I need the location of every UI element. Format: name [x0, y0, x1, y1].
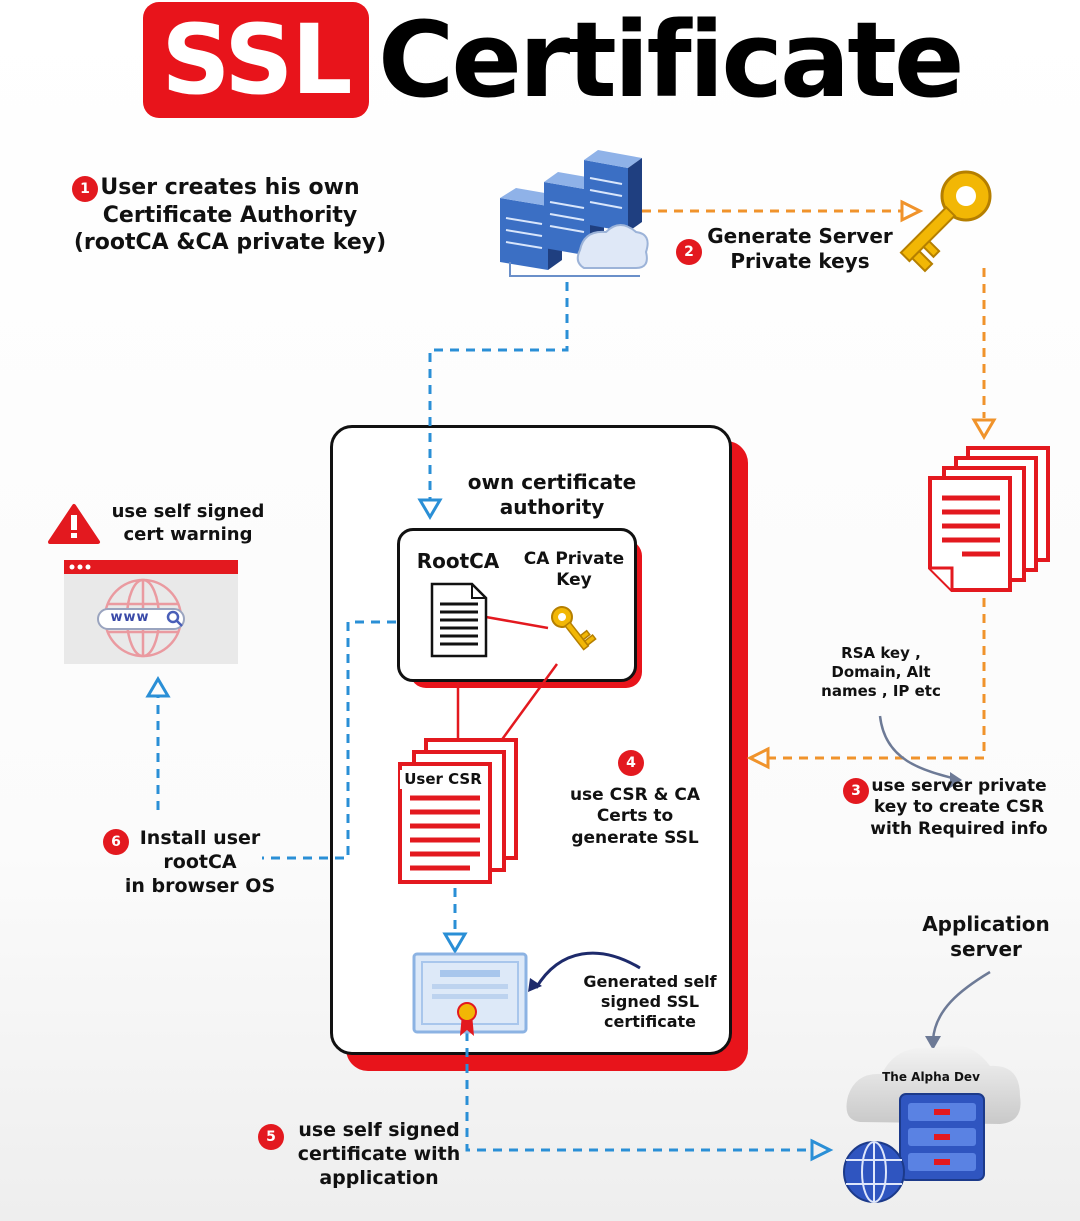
rootca-document-icon — [430, 582, 488, 658]
user-csr-label: User CSR — [400, 770, 486, 789]
user-csr-icon — [398, 738, 518, 884]
curved-arrow-csr-info — [878, 715, 961, 782]
server-rack-icon — [500, 150, 649, 277]
blue-arrow-servers-to-rootca — [428, 282, 569, 500]
step-5-badge: 5 — [258, 1124, 284, 1150]
warning-text: use self signed cert warning — [111, 501, 265, 545]
title-ssl-badge: SSL — [143, 2, 369, 118]
blue-arrow-rootca-to-browser — [156, 620, 396, 860]
app-server-label: Application server — [922, 912, 1050, 961]
ca-private-key-icon — [551, 606, 597, 651]
ca-private-key-label: CA Private Key — [523, 549, 625, 591]
step-4-badge: 4 — [618, 750, 644, 776]
cloud-brand-label: The Alpha Dev — [882, 1070, 980, 1084]
cloud-server-icon — [846, 1044, 1021, 1181]
step-3-text: use server private key to create CSR wit… — [870, 776, 1048, 839]
www-text: www — [110, 610, 150, 625]
curved-arrow-to-cert — [528, 951, 641, 992]
step-6-badge: 6 — [103, 829, 129, 855]
step-2-badge: 2 — [676, 239, 702, 265]
step-6-text: Install user rootCA in browser OS — [124, 827, 276, 897]
curved-arrow-app-server — [931, 970, 991, 1041]
generated-cert-text: Generated self signed SSL certificate — [583, 972, 717, 1031]
step-3-badge: 3 — [843, 778, 869, 804]
step-5-text: use self signed certificate with applica… — [297, 1119, 461, 1189]
step-4-text: use CSR & CA Certs to generate SSL — [569, 785, 701, 848]
browser-globe-icon — [64, 560, 238, 664]
golden-key-icon — [899, 170, 992, 273]
globe-icon — [843, 1141, 905, 1203]
warning-icon — [48, 504, 100, 544]
rootca-label: RootCA — [416, 549, 500, 573]
step-1-badge: 1 — [72, 176, 98, 202]
arrowhead — [900, 199, 924, 223]
step-2-text: Generate Server Private keys — [707, 224, 893, 273]
document-stack-icon — [928, 446, 1050, 592]
title-certificate: Certificate — [378, 0, 964, 121]
own-ca-title: own certificate authority — [467, 470, 637, 519]
csr-info-text: RSA key , Domain, Alt names , IP etc — [821, 644, 941, 700]
orange-arrow-docs-to-panel — [768, 598, 986, 760]
red-connector-lines — [456, 615, 559, 746]
certificate-icon — [412, 952, 528, 1036]
step-1-text: User creates his own Certificate Authori… — [73, 175, 387, 255]
blue-arrow-cert-to-app — [465, 1032, 812, 1152]
